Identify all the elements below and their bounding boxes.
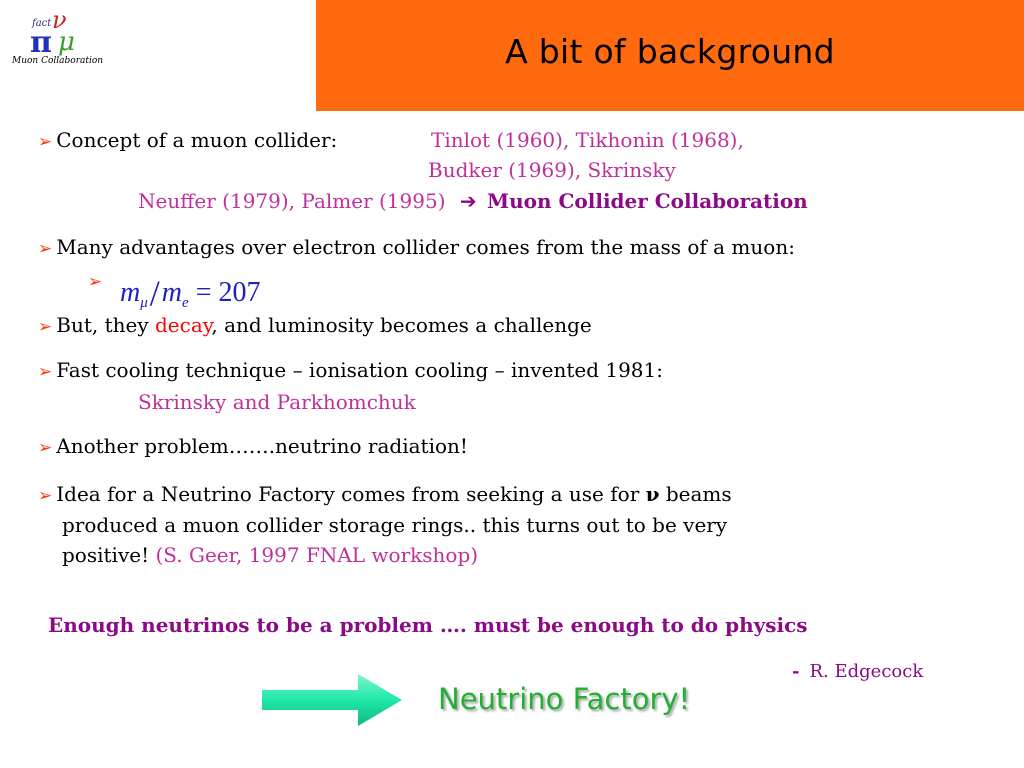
bullet-decay-word: decay [155, 313, 212, 337]
bullet-concept-label: Concept of a muon collider: [56, 128, 338, 152]
bullet-advantages: ➢Many advantages over electron collider … [38, 235, 795, 261]
bullet-arrow-icon: ➢ [38, 438, 53, 458]
nu-fact-pi-mu-logo-icon: ν fact π μ [30, 6, 75, 60]
bullet-cooling-authors: Skrinsky and Parkhomchuk [138, 390, 416, 414]
formula-m-mu: m [120, 277, 141, 308]
formula-rhs: = 207 [195, 277, 261, 308]
bullet-idea-line3-pre: positive! [62, 543, 156, 567]
bullet-concept-refs-3-line: Neuffer (1979), Palmer (1995) ➔ Muon Col… [138, 189, 808, 213]
bullet-idea-line3: positive! (S. Geer, 1997 FNAL workshop) [62, 543, 478, 567]
bullet-decay-post: , and luminosity becomes a challenge [211, 313, 592, 337]
right-arrow-icon: ➔ [459, 189, 477, 213]
bullet-decay-pre: But, they [56, 313, 155, 337]
bullet-arrow-icon: ➢ [38, 132, 53, 152]
nu-symbol: ν [645, 482, 660, 506]
bullet-concept-refs-2: Budker (1969), Skrinsky [428, 158, 676, 182]
bullet-concept-refs-3: Neuffer (1979), Palmer (1995) [138, 189, 446, 213]
bullet-idea-line1-post: beams [659, 482, 732, 506]
logo-caption: Muon Collaboration [12, 56, 104, 66]
formula-sub-mu: μ [140, 295, 148, 311]
formula-slash: / [149, 273, 160, 313]
bullet-idea: ➢Idea for a Neutrino Factory comes from … [38, 482, 732, 508]
conclusion-banner: Enough neutrinos to be a problem …. must… [48, 613, 808, 637]
svg-text:fact: fact [31, 18, 52, 29]
title-bar: A bit of background [316, 0, 1024, 111]
svg-text:ν: ν [52, 6, 67, 34]
geer-reference: (S. Geer, 1997 FNAL workshop) [155, 543, 479, 567]
bullet-cooling: ➢Fast cooling technique – ionisation coo… [38, 358, 663, 384]
formula-m-e: m [161, 277, 183, 308]
formula-sub-e: e [182, 295, 189, 311]
muon-collider-collaboration: Muon Collider Collaboration [486, 189, 808, 213]
svg-text:π: π [30, 25, 52, 60]
bullet-concept: ➢Concept of a muon collider: [38, 128, 337, 154]
bullet-problem-text: Another problem…….neutrino radiation! [56, 434, 468, 458]
bullet-idea-line2: produced a muon collider storage rings..… [62, 513, 728, 537]
bullet-concept-refs-1: Tinlot (1960), Tikhonin (1968), [431, 128, 744, 152]
slide-title: A bit of background [505, 32, 835, 71]
bullet-decay: ➢But, they decay, and luminosity becomes… [38, 313, 592, 339]
sub-bullet-arrow-icon: ➢ [88, 272, 103, 292]
attribution-name: R. Edgecock [809, 661, 924, 682]
svg-text:μ: μ [58, 27, 75, 57]
bullet-arrow-icon: ➢ [38, 362, 53, 382]
neutrino-factory-label: Neutrino Factory! [438, 682, 691, 716]
bullet-problem: ➢Another problem…….neutrino radiation! [38, 434, 468, 460]
bullet-arrow-icon: ➢ [38, 486, 53, 506]
bullet-arrow-icon: ➢ [38, 239, 53, 259]
bullet-cooling-text: Fast cooling technique – ionisation cool… [56, 358, 663, 382]
bullet-arrow-icon: ➢ [38, 317, 53, 337]
muon-collaboration-logo: ν fact π μ Muon Collaboration [8, 4, 112, 70]
attribution: -R. Edgecock [792, 661, 923, 682]
mass-ratio-formula: mμ/me = 207 [120, 272, 260, 314]
big-right-arrow-icon [262, 674, 402, 726]
attribution-dash: - [792, 661, 800, 682]
bullet-idea-line1-pre: Idea for a Neutrino Factory comes from s… [56, 482, 646, 506]
bullet-advantages-text: Many advantages over electron collider c… [56, 235, 795, 259]
